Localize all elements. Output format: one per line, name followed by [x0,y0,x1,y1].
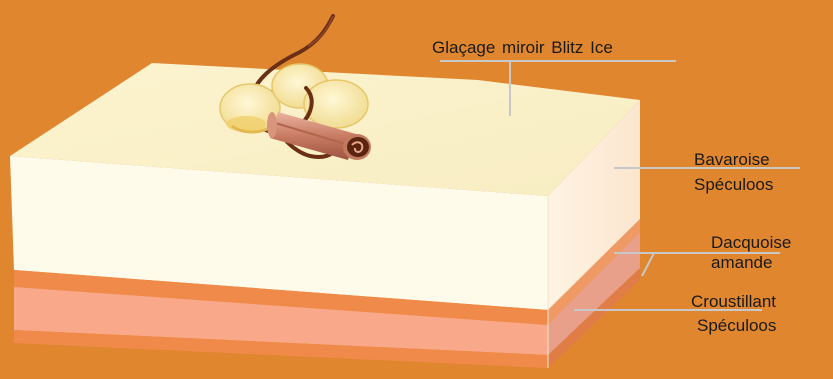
croustillant-label-line1: Croustillant [691,292,776,312]
bavaroise-label-line2: Spéculoos [694,175,773,195]
croustillant-label-line2: Spéculoos [697,316,776,336]
glacage-label: Glaçage miroir Blitz Ice [432,38,613,58]
bavaroise-label-line1: Bavaroise [694,150,770,170]
dacquoise-label-line2: amande [711,253,772,273]
dacquoise-label-line1: Dacquoise [711,233,791,253]
